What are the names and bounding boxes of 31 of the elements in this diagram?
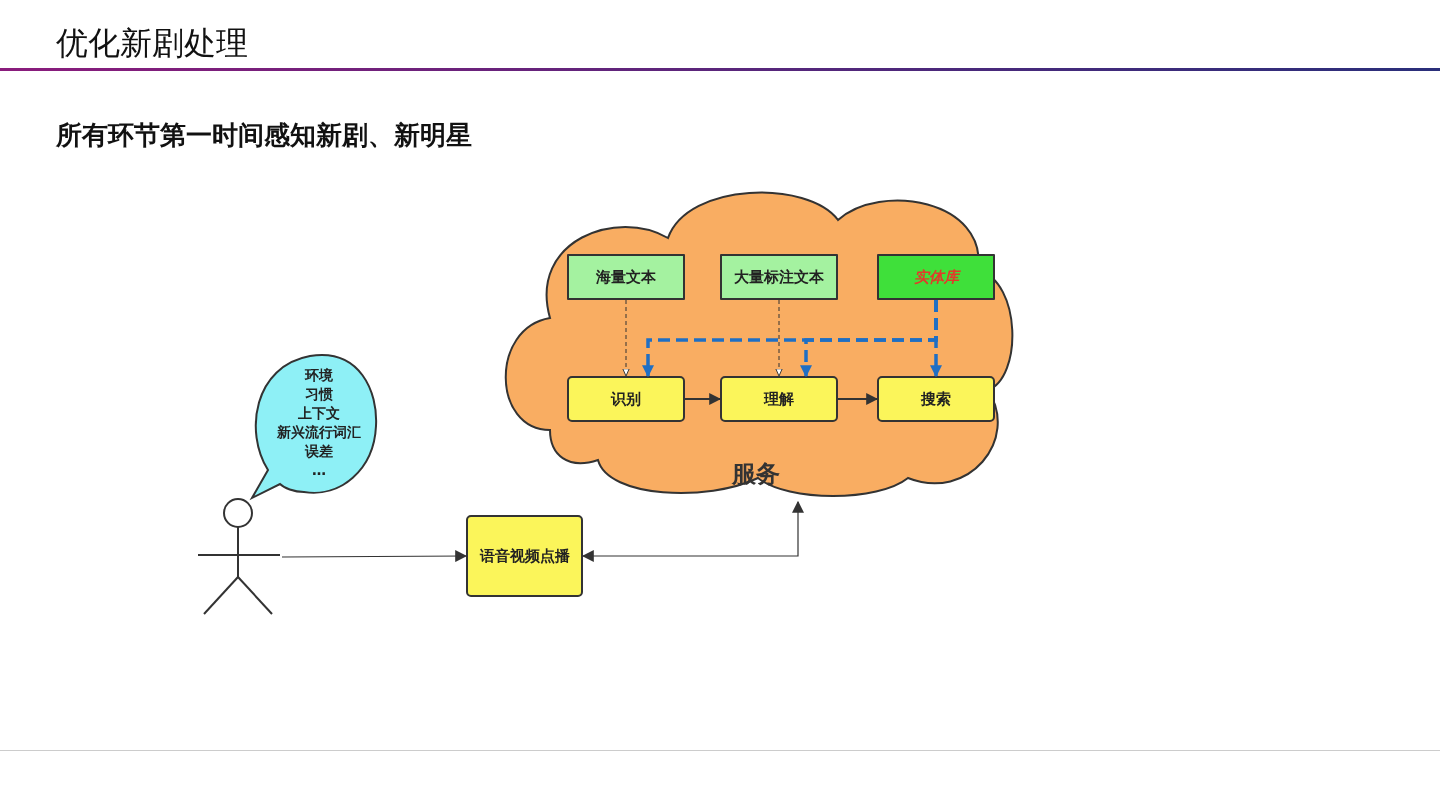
bubble-text: 上下文: [298, 404, 340, 423]
data-box: [567, 254, 685, 300]
box-label: 语音视频点播: [479, 546, 570, 566]
process-box: [720, 376, 838, 422]
slide-title: 优化新剧处理: [56, 23, 248, 64]
dashed-arrow: [930, 300, 942, 378]
bubble-text: …: [312, 461, 326, 480]
process-box: [466, 515, 583, 597]
dashed-arrow: [622, 299, 630, 377]
arrow: [581, 500, 804, 562]
arrow: [281, 550, 468, 563]
subtitle: 所有环节第一时间感知新剧、新明星: [56, 119, 472, 152]
box-label: 海量文本: [596, 267, 656, 287]
dashed-arrow: [775, 299, 783, 377]
box-label: 搜索: [921, 389, 951, 409]
bubble-text: 误差: [305, 442, 333, 461]
stick-figure-drawing: [196, 497, 282, 617]
box-label: 大量标注文本: [734, 267, 824, 287]
process-box: [567, 376, 685, 422]
box-label: 理解: [764, 389, 794, 409]
box-label: 识别: [611, 389, 641, 409]
process-box: [877, 376, 995, 422]
data-box: [877, 254, 995, 300]
data-box: [720, 254, 838, 300]
arrow: [838, 393, 879, 405]
arrow: [685, 393, 722, 405]
box-label: 实体库: [913, 267, 959, 287]
bubble-text: 新兴流行词汇: [277, 423, 361, 442]
bubble-text: 习惯: [305, 385, 333, 404]
bubble-text: 环境: [305, 366, 333, 385]
speech-bubble: [250, 352, 380, 500]
